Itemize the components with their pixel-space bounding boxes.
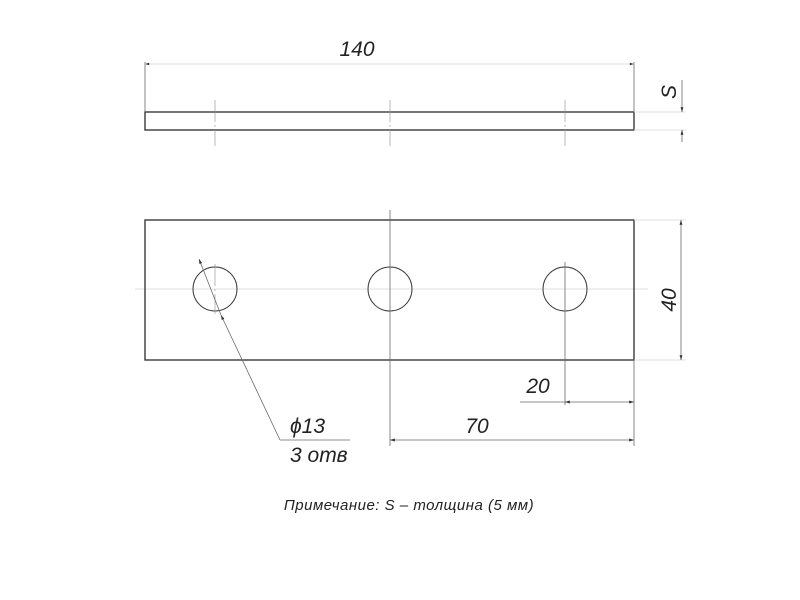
front-view: 40 20 70 ϕ13 3 отв	[135, 210, 686, 467]
drawing-note: Примечание: S – толщина (5 мм)	[284, 497, 534, 514]
thickness-dimension-label: S	[658, 85, 681, 99]
hole-diameter-label: ϕ13	[290, 415, 325, 438]
diameter-leader	[198, 258, 222, 316]
length-dimension-label: 140	[339, 38, 374, 61]
plate-outline	[144, 219, 635, 361]
top-view: 140 S	[144, 38, 686, 146]
hole-count-label: 3 отв	[290, 444, 348, 467]
plate-side-outline	[144, 111, 635, 131]
width-dimension-label: 40	[658, 288, 681, 312]
diameter-leader	[220, 314, 281, 441]
center-offset-dimension-label: 70	[465, 415, 489, 438]
edge-offset-dimension-label: 20	[525, 375, 550, 398]
